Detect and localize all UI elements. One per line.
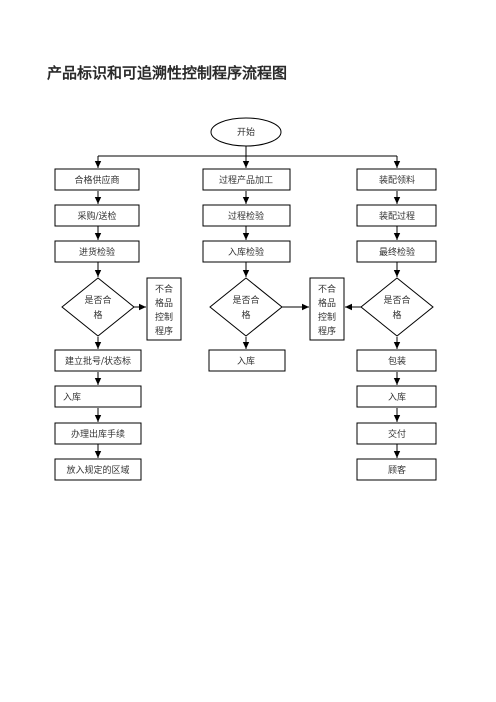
process-box: 进货检验 xyxy=(54,240,140,263)
svg-text:程序: 程序 xyxy=(155,325,173,337)
svg-text:过程产品加工: 过程产品加工 xyxy=(219,174,273,186)
svg-text:控制: 控制 xyxy=(318,311,336,323)
svg-text:包装: 包装 xyxy=(388,355,406,367)
svg-text:入库: 入库 xyxy=(237,355,255,367)
svg-text:过程检验: 过程检验 xyxy=(228,210,264,222)
svg-text:不合: 不合 xyxy=(155,283,173,295)
svg-text:控制: 控制 xyxy=(155,311,173,323)
process-box: 交付 xyxy=(356,422,437,445)
decision-diamond: 是否合 格 xyxy=(209,277,283,337)
svg-text:格: 格 xyxy=(241,309,250,321)
svg-text:入库检验: 入库检验 xyxy=(228,246,264,258)
process-box: 合格供应商 xyxy=(54,168,140,191)
svg-text:装配领料: 装配领料 xyxy=(379,174,415,186)
process-box: 入库 xyxy=(356,385,437,408)
svg-text:不合: 不合 xyxy=(318,283,336,295)
process-box: 最终检验 xyxy=(356,240,437,263)
reject-procedure-box: 不合 格品 控制 程序 xyxy=(309,277,345,341)
svg-text:顾客: 顾客 xyxy=(388,464,406,476)
process-box: 顾客 xyxy=(356,458,437,481)
process-box: 过程检验 xyxy=(202,204,291,227)
svg-text:交付: 交付 xyxy=(388,428,406,440)
process-box: 过程产品加工 xyxy=(202,168,291,191)
start-node: 开始 xyxy=(210,117,282,147)
decision-diamond: 是否合 格 xyxy=(61,277,135,337)
svg-text:办理出库手续: 办理出库手续 xyxy=(71,428,125,440)
process-box: 入库 xyxy=(54,385,142,408)
svg-text:格品: 格品 xyxy=(155,297,173,309)
svg-text:程序: 程序 xyxy=(318,325,336,337)
process-box: 建立批号/状态标 xyxy=(54,349,142,372)
svg-text:是否合: 是否合 xyxy=(232,294,259,306)
page-title: 产品标识和可追溯性控制程序流程图 xyxy=(47,64,288,82)
svg-text:入库: 入库 xyxy=(388,391,406,403)
process-box: 包装 xyxy=(356,349,437,372)
svg-text:装配过程: 装配过程 xyxy=(379,210,415,222)
svg-text:最终检验: 最终检验 xyxy=(379,246,415,258)
process-box: 办理出库手续 xyxy=(54,422,142,445)
decision-diamond: 是否合 格 xyxy=(360,277,434,337)
reject-procedure-box: 不合 格品 控制 程序 xyxy=(146,277,182,341)
svg-text:进货检验: 进货检验 xyxy=(79,246,115,258)
process-box: 装配领料 xyxy=(356,168,437,191)
svg-text:采购/送检: 采购/送检 xyxy=(77,210,116,222)
svg-text:入库: 入库 xyxy=(63,391,81,403)
process-box: 采购/送检 xyxy=(54,204,140,227)
svg-text:建立批号/状态标: 建立批号/状态标 xyxy=(65,355,131,367)
process-box: 装配过程 xyxy=(356,204,437,227)
start-label: 开始 xyxy=(237,126,255,138)
process-box: 放入规定的区域 xyxy=(54,458,142,481)
process-box: 入库 xyxy=(208,349,286,372)
connectors xyxy=(94,146,401,458)
process-box: 入库检验 xyxy=(202,240,291,263)
svg-text:格品: 格品 xyxy=(318,297,336,309)
svg-text:合格供应商: 合格供应商 xyxy=(74,174,119,186)
svg-text:放入规定的区域: 放入规定的区域 xyxy=(66,464,129,476)
svg-text:格: 格 xyxy=(392,309,401,321)
svg-text:是否合: 是否合 xyxy=(84,294,111,306)
svg-text:是否合: 是否合 xyxy=(383,294,410,306)
svg-text:格: 格 xyxy=(93,309,102,321)
